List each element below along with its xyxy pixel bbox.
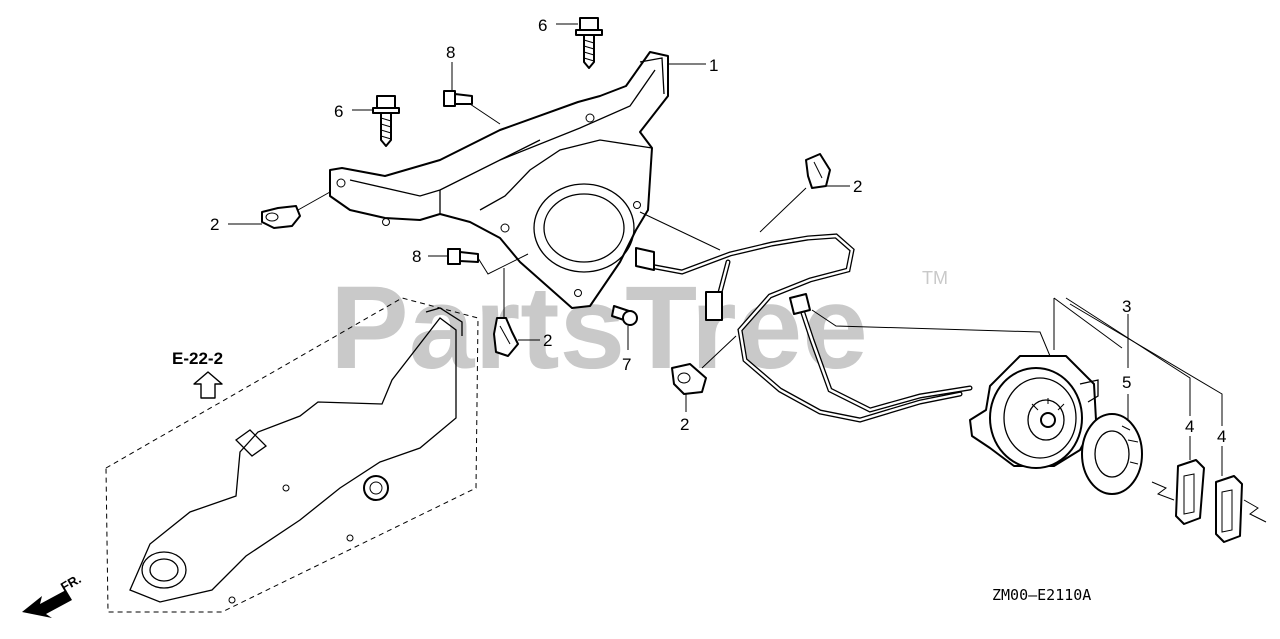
bolt-part-8-top[interactable] bbox=[443, 90, 473, 107]
cover-plate-reference bbox=[105, 297, 479, 613]
callout-6-top[interactable]: 6 bbox=[538, 16, 547, 35]
callout-2-left[interactable]: 2 bbox=[210, 215, 219, 234]
bolt-part-6-left[interactable] bbox=[372, 95, 400, 147]
callout-8-top[interactable]: 8 bbox=[446, 43, 455, 62]
callout-3[interactable]: 3 bbox=[1122, 297, 1131, 316]
callout-4-right[interactable]: 4 bbox=[1217, 427, 1226, 446]
callout-5[interactable]: 5 bbox=[1122, 373, 1131, 392]
reference-label[interactable]: E-22-2 bbox=[172, 349, 223, 368]
bolt-part-8-lower[interactable] bbox=[447, 248, 479, 265]
clamp-part-2-top[interactable] bbox=[805, 153, 831, 189]
bracket-part-1[interactable] bbox=[329, 51, 669, 309]
wire-harness bbox=[635, 233, 973, 423]
reference-arrow-icon bbox=[193, 371, 223, 399]
spacer-part-4-right[interactable] bbox=[1215, 475, 1267, 543]
front-indicator-label: FR. bbox=[58, 571, 84, 594]
clutch-part-3[interactable] bbox=[969, 355, 1099, 469]
callout-2-top[interactable]: 2 bbox=[853, 177, 862, 196]
diagram-code: ZM00—E2110A bbox=[992, 586, 1091, 604]
clamp-part-2-lower[interactable] bbox=[671, 363, 707, 395]
leader-lines bbox=[228, 23, 1223, 476]
callout-8-lower[interactable]: 8 bbox=[412, 247, 421, 266]
screw-part-7[interactable] bbox=[611, 305, 638, 326]
clamp-part-2-left[interactable] bbox=[261, 205, 301, 229]
front-arrow-icon bbox=[22, 590, 72, 618]
watermark-trademark: TM bbox=[922, 268, 948, 288]
callout-2-lower[interactable]: 2 bbox=[680, 415, 689, 434]
clamp-part-2-center[interactable] bbox=[493, 317, 519, 357]
callout-6-left[interactable]: 6 bbox=[334, 102, 343, 121]
callout-1[interactable]: 1 bbox=[709, 56, 718, 75]
callout-4-left[interactable]: 4 bbox=[1185, 417, 1194, 436]
bolt-part-6-top[interactable] bbox=[575, 17, 603, 69]
spacer-part-4-left[interactable] bbox=[1151, 459, 1205, 525]
callout-2-center[interactable]: 2 bbox=[543, 331, 552, 350]
callout-7[interactable]: 7 bbox=[622, 355, 631, 374]
washer-part-5[interactable] bbox=[1081, 413, 1143, 495]
